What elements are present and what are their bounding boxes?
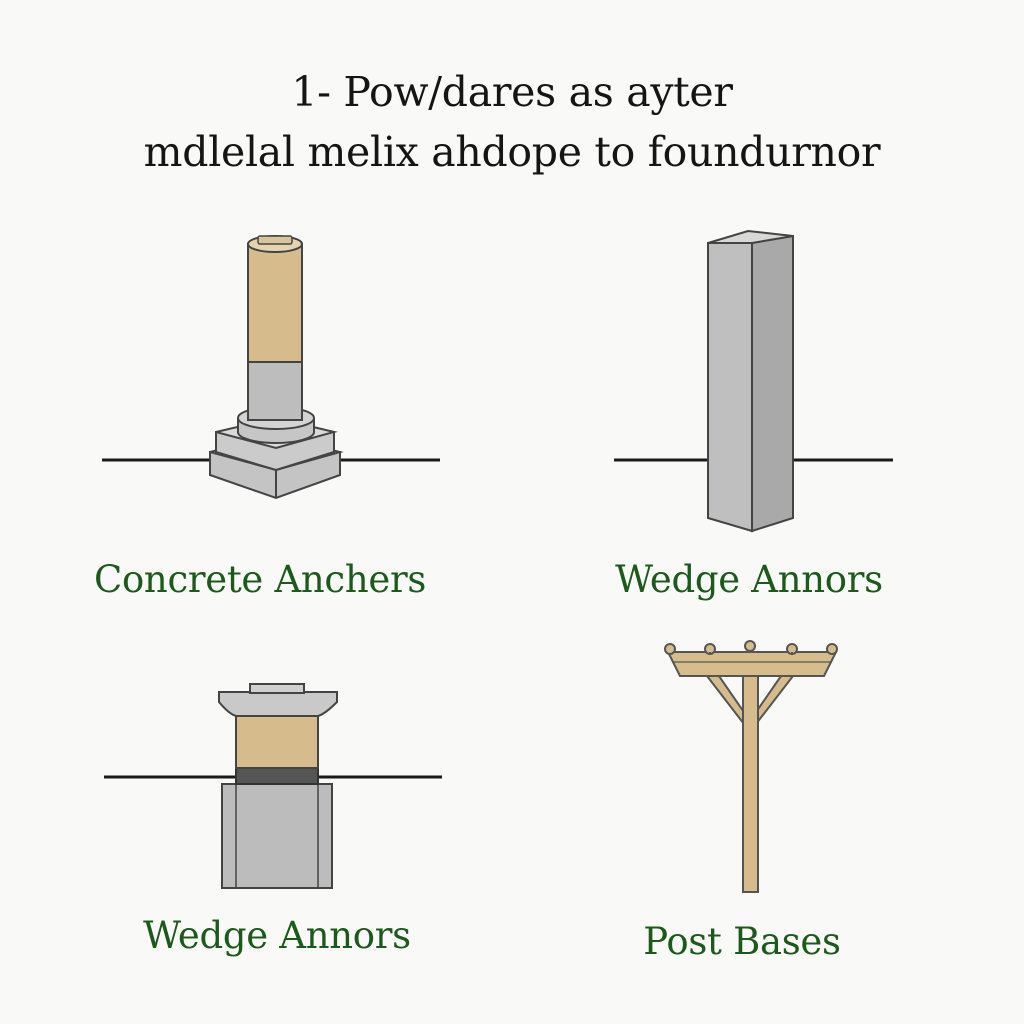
title-line-2: mdlelal melix ahdope to foundurnor [143, 128, 881, 176]
item-label-wedge-anchors-top: Wedge Annors [615, 558, 883, 601]
diagram-title: 1- Pow/dares as ayter mdlelal melix ahdo… [0, 62, 1024, 182]
post-base-illustration [664, 640, 838, 893]
item-label-wedge-anchors-bottom: Wedge Annors [143, 914, 411, 957]
wedge-anchor-sleeve-illustration [104, 683, 442, 889]
concrete-anchor-illustration [102, 235, 440, 500]
wedge-anchor-post-illustration [614, 229, 893, 533]
item-label-concrete-anchors: Concrete Anchers [93, 558, 427, 601]
item-label-post-bases: Post Bases [643, 920, 841, 963]
title-line-1: 1- Pow/dares as ayter [291, 68, 733, 116]
